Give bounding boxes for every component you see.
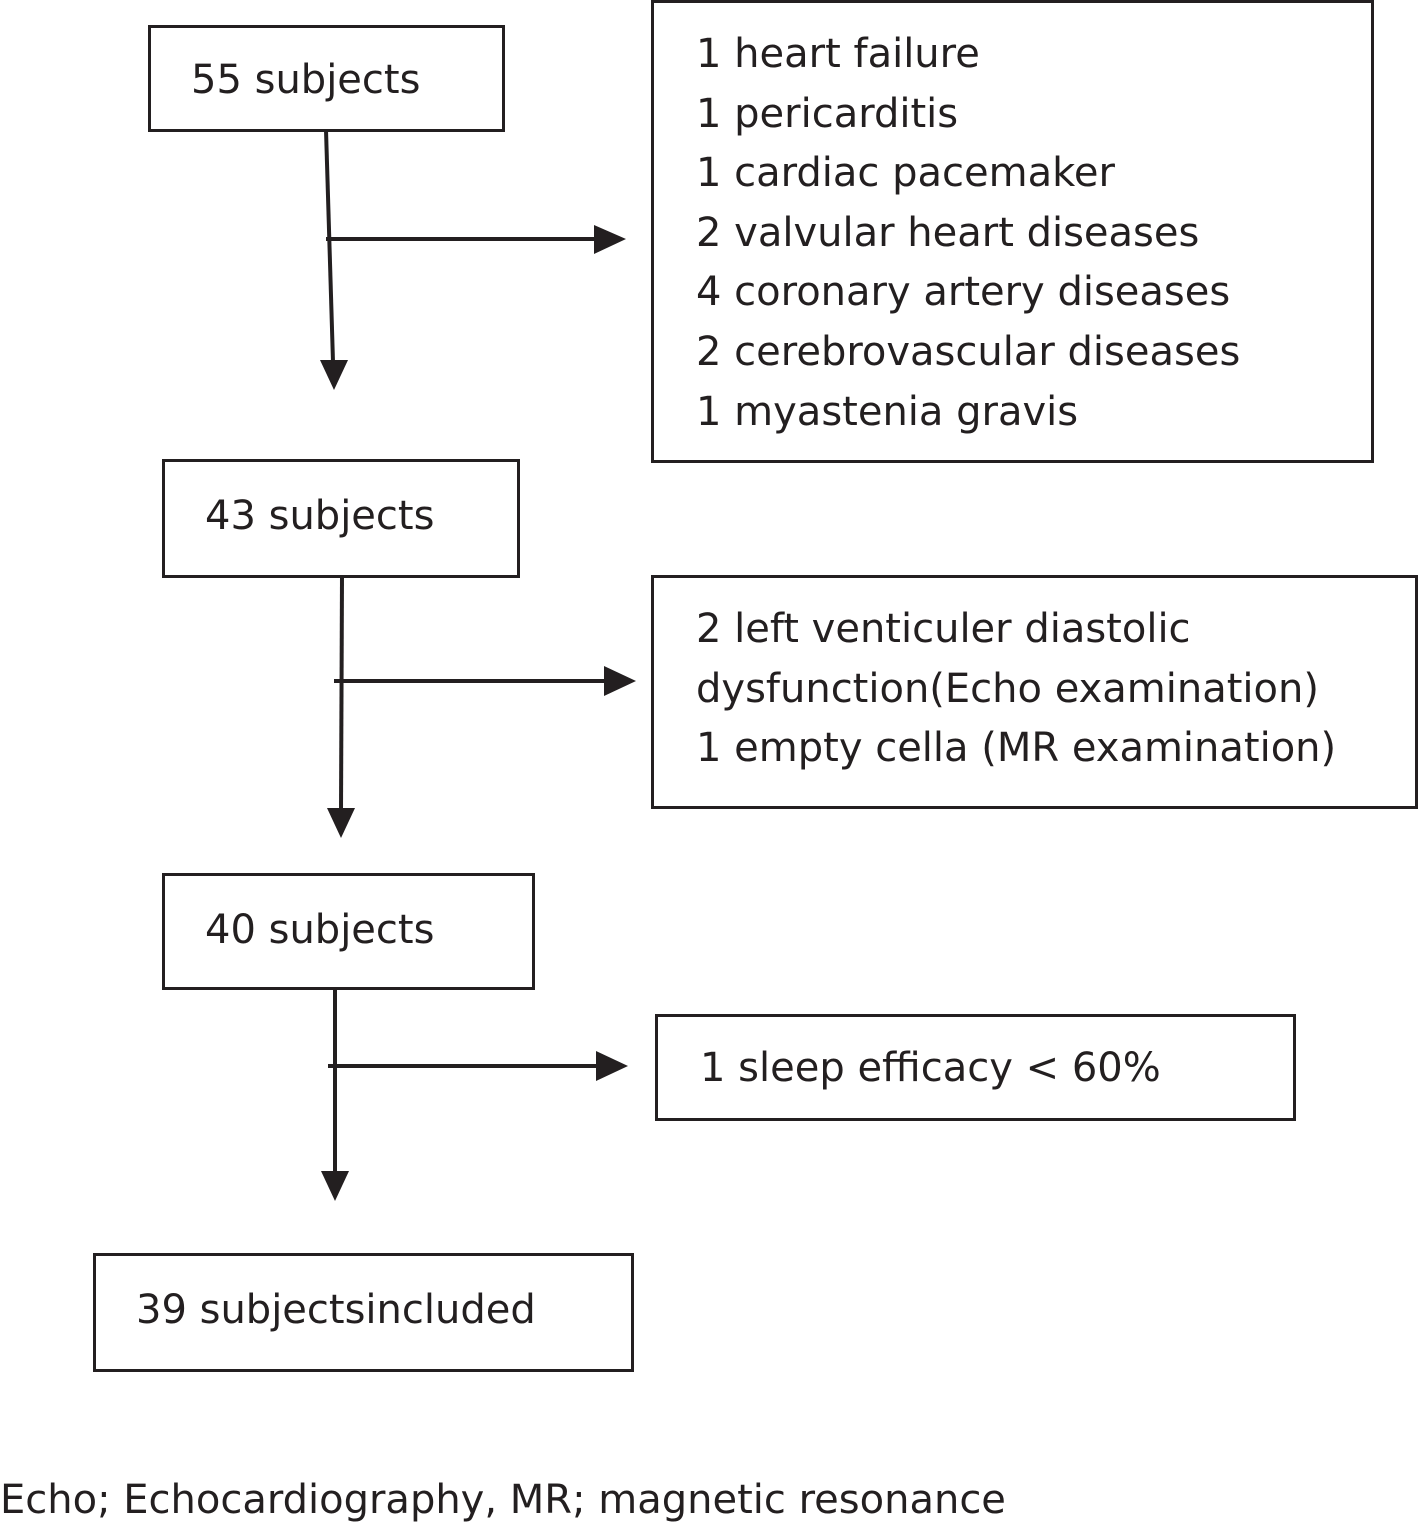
stage-box-39-included: 39 subjectsincluded xyxy=(93,1253,634,1372)
exclusion-list: 2 left venticuler diastolic dysfunction(… xyxy=(696,600,1336,779)
stage-label: 43 subjects xyxy=(205,493,435,539)
exclusion-box-2: 2 left venticuler diastolic dysfunction(… xyxy=(651,575,1418,809)
arrow-right-2 xyxy=(604,666,636,696)
arrow-down-3 xyxy=(321,1171,349,1201)
exclusion-box-3: 1 sleep efficacy < 60% xyxy=(655,1014,1296,1121)
exclusion-item: 1 sleep efficacy < 60% xyxy=(700,1045,1161,1091)
footnote: Echo; Echocardiography, MR; magnetic res… xyxy=(0,1477,1006,1523)
exclusion-item: 2 valvular heart diseases xyxy=(696,209,1200,256)
flow-line-1 xyxy=(324,129,335,363)
stage-label: 55 subjects xyxy=(191,57,421,103)
exclusion-item: 1 empty cella (MR examination) xyxy=(696,725,1337,772)
arrow-right-3 xyxy=(596,1051,628,1081)
exclusion-item: 2 left venticuler diastolic xyxy=(696,606,1191,652)
exclusion-item: 4 coronary artery diseases xyxy=(696,269,1231,316)
flow-line-2 xyxy=(339,575,344,813)
exclusion-list: 1 sleep efficacy < 60% xyxy=(700,1039,1161,1099)
arrow-down-2 xyxy=(327,808,355,838)
exclusion-box-1: 1 heart failure 1 pericarditis 1 cardiac… xyxy=(651,0,1374,463)
exclusion-item: 1 myastenia gravis xyxy=(696,388,1079,435)
exclusion-item: 1 heart failure xyxy=(696,31,980,77)
arrow-right-1 xyxy=(594,225,626,254)
exclusion-item: 2 cerebrovascular diseases xyxy=(696,328,1241,375)
arrow-down-1 xyxy=(320,360,348,390)
exclusion-list: 1 heart failure 1 pericarditis 1 cardiac… xyxy=(696,25,1240,442)
exclusion-item: 1 pericarditis xyxy=(696,90,959,137)
stage-box-43: 43 subjects xyxy=(162,459,520,578)
exclusion-item: dysfunction(Echo examination) xyxy=(696,665,1319,712)
stage-box-55: 55 subjects xyxy=(148,25,505,132)
stage-label: 40 subjects xyxy=(205,907,435,953)
stage-label: 39 subjectsincluded xyxy=(136,1287,536,1333)
stage-box-40: 40 subjects xyxy=(162,873,535,990)
exclusion-item: 1 cardiac pacemaker xyxy=(696,150,1115,197)
